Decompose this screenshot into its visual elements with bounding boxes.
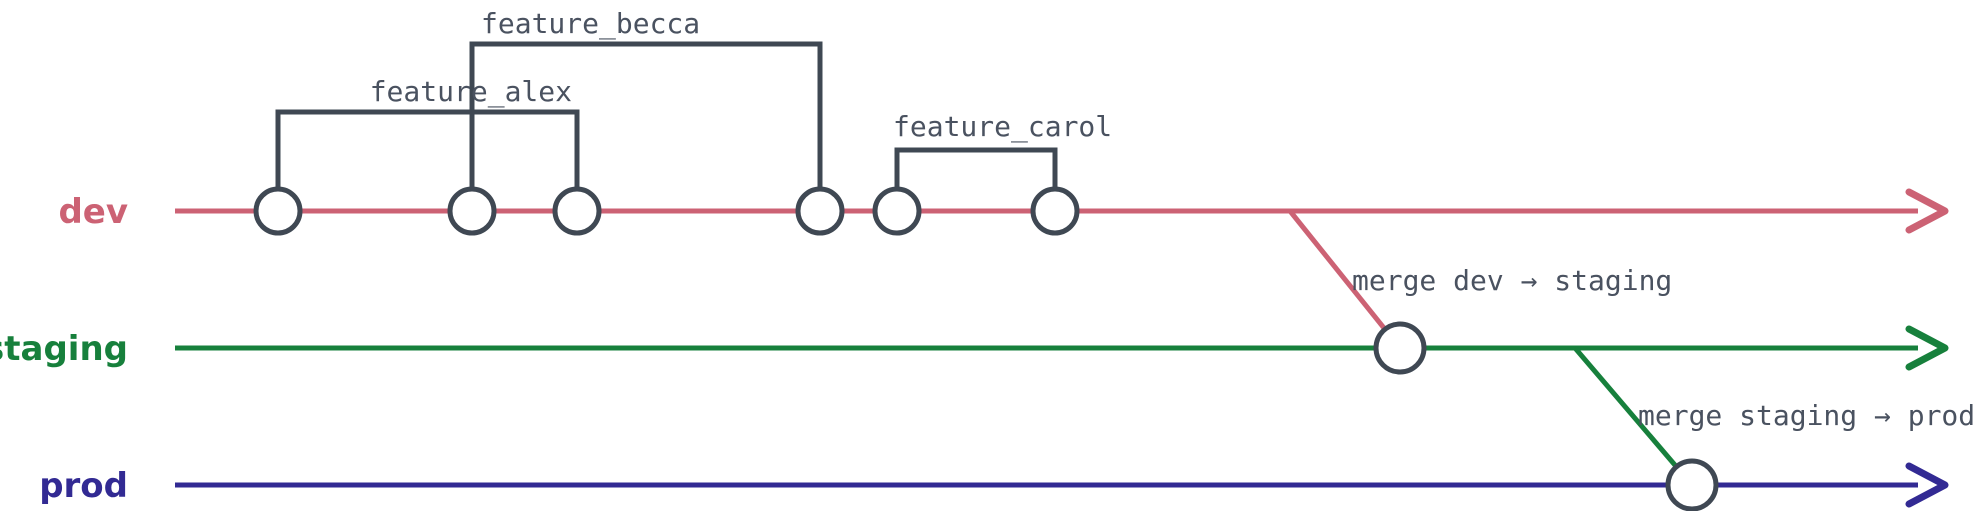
branch-arrowhead-dev [1905, 188, 1949, 234]
feature-label-feature_alex: feature_alex [370, 75, 572, 109]
merge-labels-group: merge dev → staging merge staging → prod [1352, 264, 1975, 432]
feature-bracket-feature_carol [894, 147, 1058, 189]
commit-node-dev-c6[interactable] [1030, 186, 1080, 236]
commit-nodes-group [253, 186, 1719, 511]
branch-labels-group: dev staging prod [0, 192, 128, 506]
feature-brackets-group [275, 41, 1058, 189]
feature-label-feature_becca: feature_becca [481, 7, 700, 41]
feature-labels-group: feature_alex feature_becca feature_carol [370, 7, 1112, 144]
commit-node-dev-c3[interactable] [552, 186, 602, 236]
commit-node-dev-c5[interactable] [872, 186, 922, 236]
branch-lines-group [175, 188, 1949, 508]
branch-arrowhead-prod [1905, 462, 1949, 508]
merge-label-merge-dev-staging: merge dev → staging [1352, 264, 1672, 297]
branch-label-staging: staging [0, 329, 128, 369]
feature-bracket-feature_alex [275, 109, 580, 189]
branch-label-dev: dev [58, 192, 128, 232]
commit-node-dev-c1[interactable] [253, 186, 303, 236]
commit-node-dev-c4[interactable] [795, 186, 845, 236]
feature-label-feature_carol: feature_carol [893, 110, 1112, 144]
commit-node-dev-c2[interactable] [447, 186, 497, 236]
merge-line-merge-staging-prod [1573, 346, 1694, 487]
branch-arrowhead-staging [1905, 325, 1949, 371]
feature-bracket-feature_becca [469, 41, 823, 189]
merge-line-merge-dev-staging [1288, 209, 1402, 350]
commit-node-prod-merge[interactable] [1665, 458, 1719, 511]
commit-node-staging-merge[interactable] [1373, 321, 1427, 375]
merge-lines-group [1288, 209, 1694, 487]
branch-label-prod: prod [39, 466, 128, 506]
merge-label-merge-staging-prod: merge staging → prod [1638, 399, 1975, 432]
